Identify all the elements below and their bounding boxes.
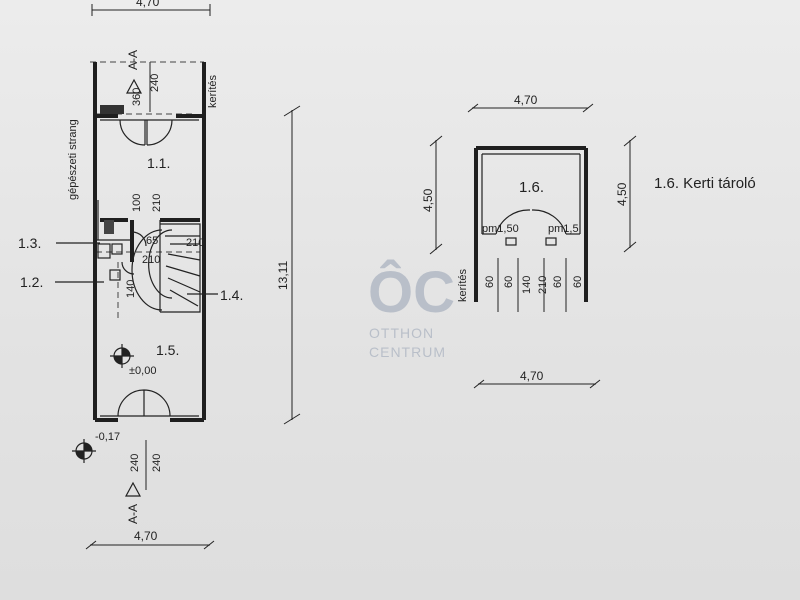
room-label-1-5: 1.5. bbox=[156, 342, 179, 358]
dimension-65: 65 bbox=[146, 235, 158, 247]
dimension-210-b: 210 bbox=[186, 237, 204, 249]
shed-fence-label: kerítés bbox=[457, 268, 469, 302]
shed-dim-60-c: 60 bbox=[552, 276, 564, 288]
section-marker-triangle-bottom bbox=[124, 481, 142, 497]
shed-pm-left: pm1,50 bbox=[482, 223, 519, 235]
section-label-top: A-A bbox=[126, 50, 140, 70]
section-marker-triangle bbox=[125, 78, 143, 94]
shed-top-width-dimension: 4,70 bbox=[514, 93, 538, 107]
dimension-100: 100 bbox=[131, 194, 143, 212]
dimension-210-c: 210 bbox=[142, 254, 160, 266]
level-outside-label: -0,17 bbox=[95, 431, 120, 443]
shed-dim-140: 140 bbox=[521, 276, 533, 294]
dimension-360: 360 bbox=[131, 88, 143, 106]
dimension-140: 140 bbox=[125, 280, 137, 298]
utility-riser-label: gépészeti strang bbox=[67, 119, 79, 200]
room-label-1-3: 1.3. bbox=[18, 235, 41, 251]
shed-title: 1.6. Kerti tároló bbox=[654, 175, 756, 192]
watermark-line-2: CENTRUM bbox=[369, 344, 446, 360]
top-width-dimension: 4,70 bbox=[136, 0, 160, 9]
shed-room-label: 1.6. bbox=[519, 179, 544, 196]
total-length-dimension: 13,11 bbox=[276, 261, 290, 290]
shed-plan: 4,70 4,50 4,50 1.6. 1.6. Kerti tároló pm… bbox=[421, 93, 756, 389]
shed-left-height-dimension: 4,50 bbox=[421, 188, 435, 212]
room-label-1-2: 1.2. bbox=[20, 274, 43, 290]
shed-right-height-dimension: 4,50 bbox=[615, 182, 629, 206]
kitchen-unit bbox=[104, 220, 114, 234]
shed-dim-60-d: 60 bbox=[572, 276, 584, 288]
dimension-240-bottom-a: 240 bbox=[129, 454, 141, 472]
watermark: ÔC OTTHON CENTRUM bbox=[368, 260, 455, 360]
watermark-line-1: OTTHON bbox=[369, 325, 434, 341]
dimension-240-top: 240 bbox=[149, 74, 161, 92]
main-plan: 4,70 A-A 360 240 kerítés bbox=[18, 0, 301, 550]
shed-pm-right: pm1,5 bbox=[548, 223, 579, 235]
level-inside-label: ±0,00 bbox=[129, 365, 156, 377]
room-label-1-1: 1.1. bbox=[147, 155, 170, 171]
dimension-210-a: 210 bbox=[151, 194, 163, 212]
wc-fixture bbox=[97, 243, 111, 259]
radiator-grille bbox=[100, 105, 124, 114]
shed-dim-60-b: 60 bbox=[503, 276, 515, 288]
watermark-logo: ÔC bbox=[368, 260, 455, 325]
fence-label: kerítés bbox=[207, 74, 219, 108]
shed-dim-210: 210 bbox=[537, 276, 549, 294]
bottom-width-dimension: 4,70 bbox=[134, 529, 158, 543]
room-label-1-4: 1.4. bbox=[220, 287, 243, 303]
shed-dim-60-a: 60 bbox=[484, 276, 496, 288]
dimension-240-bottom-b: 240 bbox=[151, 454, 163, 472]
section-label-bottom: A-A bbox=[126, 504, 140, 524]
shed-bottom-width-dimension: 4,70 bbox=[520, 369, 544, 383]
